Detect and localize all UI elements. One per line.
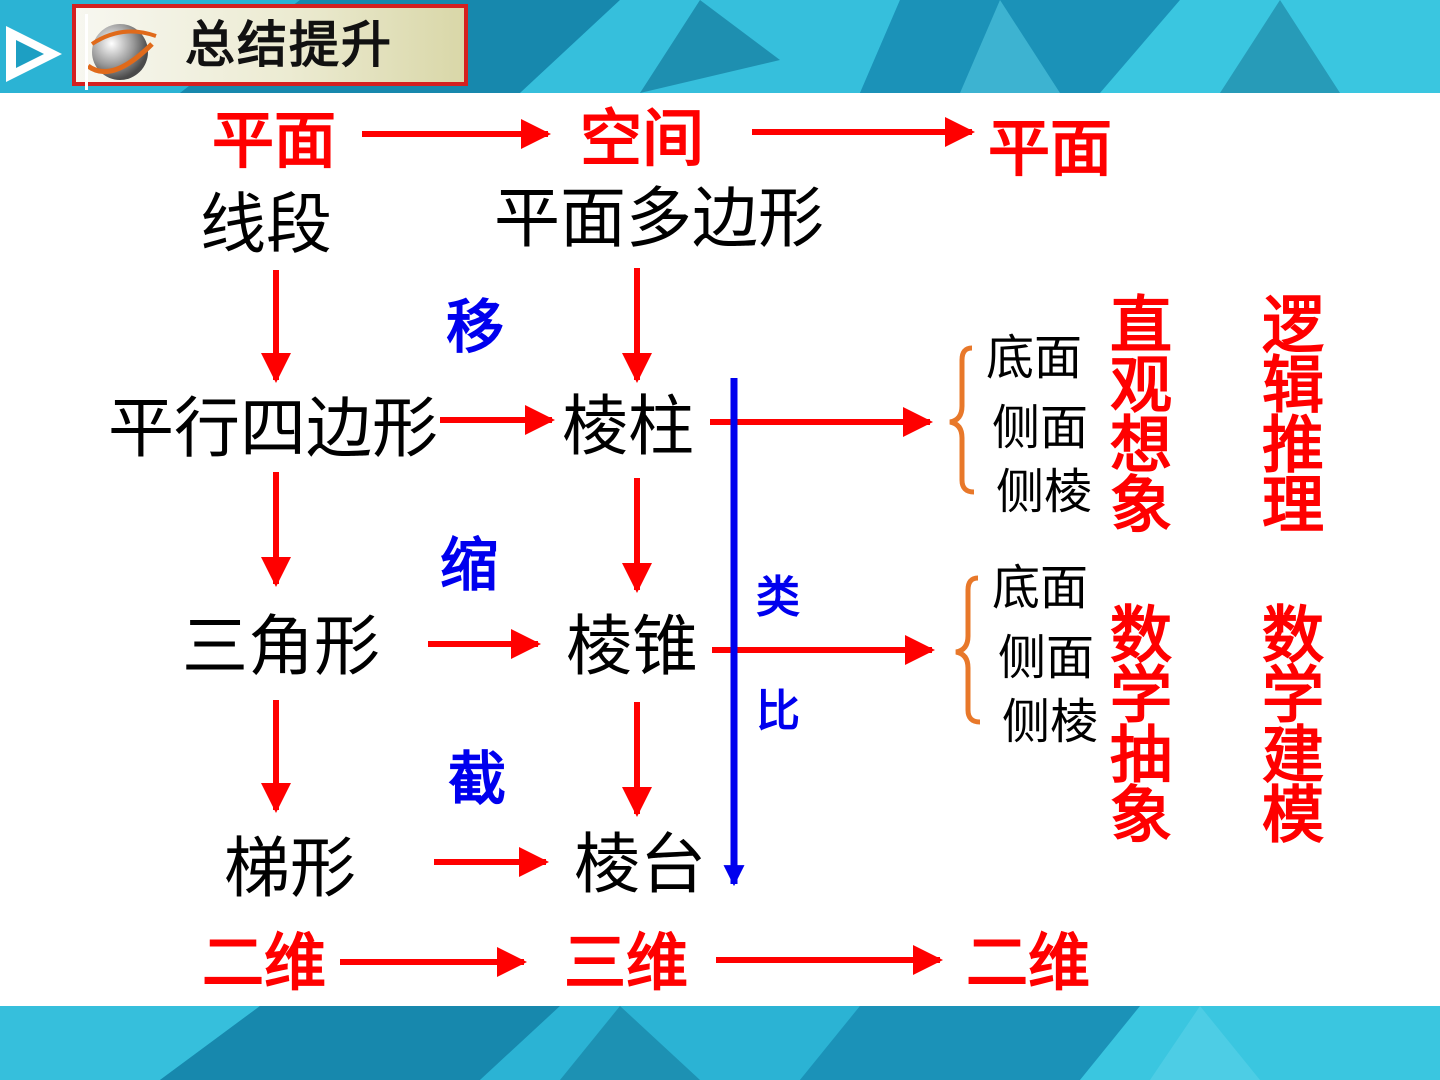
analogy-char-1: 类	[756, 572, 800, 623]
label-top-space: 空间	[580, 102, 705, 175]
bottom-decorative-band	[0, 1006, 1440, 1080]
play-icon	[6, 26, 62, 82]
pyramid-part-face: 侧面	[998, 630, 1095, 686]
op-translate: 移	[446, 293, 505, 361]
label-bottom-2d-right: 二维	[966, 926, 1091, 999]
pyramid-part-edge: 侧棱	[1002, 694, 1099, 750]
globe-icon	[86, 24, 157, 80]
prism-part-edge: 侧棱	[996, 464, 1093, 520]
analogy-char-2: 比	[756, 686, 800, 737]
page-title: 总结提升	[185, 16, 393, 74]
label-top-plane-left: 平面	[212, 104, 337, 177]
mid-item-polygon: 平面多边形	[494, 180, 824, 257]
left-item-segment: 线段	[200, 186, 332, 263]
title-divider	[85, 14, 88, 90]
left-item-triangle: 三角形	[182, 608, 380, 685]
op-shrink: 缩	[440, 531, 499, 599]
prism-brace	[949, 345, 975, 495]
prism-part-base: 底面	[986, 330, 1083, 386]
competency-math-abstraction: 数学抽象	[1099, 602, 1172, 842]
label-bottom-3d: 三维	[564, 926, 689, 999]
competency-math-modeling: 数学建模	[1251, 602, 1324, 842]
prism-part-face: 侧面	[992, 400, 1089, 456]
left-item-trapezoid: 梯形	[224, 830, 356, 907]
label-top-plane-right: 平面	[988, 112, 1113, 185]
mid-item-prism: 棱柱	[562, 388, 694, 465]
mid-item-frustum: 棱台	[574, 826, 706, 903]
mid-item-pyramid: 棱锥	[566, 608, 698, 685]
op-cut: 截	[448, 745, 507, 813]
competency-intuitive-imagination: 直观想象	[1099, 292, 1172, 532]
pyramid-part-base: 底面	[992, 560, 1089, 616]
competency-logical-reasoning: 逻辑推理	[1251, 292, 1324, 532]
pyramid-brace	[955, 575, 981, 725]
label-bottom-2d-left: 二维	[202, 926, 327, 999]
left-item-parallelogram: 平行四边形	[108, 390, 438, 467]
